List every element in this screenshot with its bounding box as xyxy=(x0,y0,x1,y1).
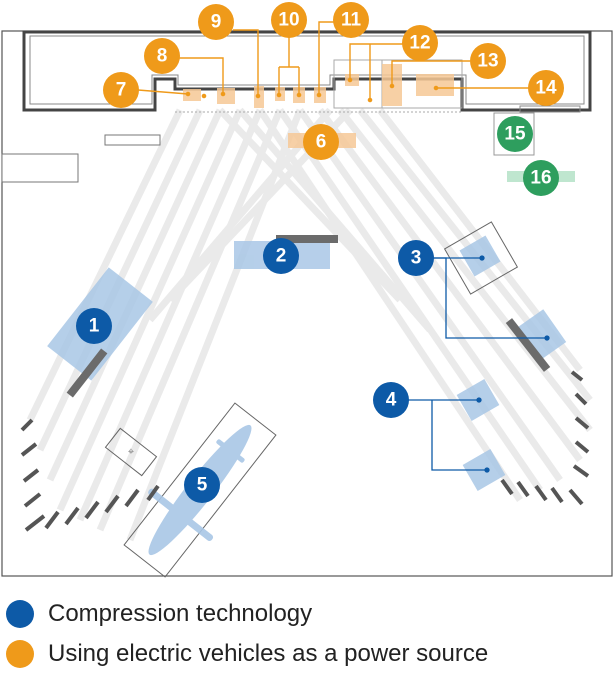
marker-13[interactable]: 13 xyxy=(470,43,506,79)
legend-dot-compression xyxy=(6,600,34,628)
marker-7[interactable]: 7 xyxy=(103,72,139,108)
light-beams xyxy=(26,107,593,542)
marker-2[interactable]: 2 xyxy=(263,238,299,274)
legend-label-compression: Compression technology xyxy=(48,600,313,627)
marker-6[interactable]: 6 xyxy=(303,124,339,160)
svg-text:2: 2 xyxy=(276,246,287,267)
marker-12[interactable]: 12 xyxy=(402,25,438,61)
marker-10[interactable]: 10 xyxy=(271,2,307,38)
svg-text:12: 12 xyxy=(409,33,430,54)
svg-text:16: 16 xyxy=(530,168,551,189)
legend-dot-electric xyxy=(6,640,34,668)
svg-text:8: 8 xyxy=(157,46,168,67)
marker-8[interactable]: 8 xyxy=(144,38,180,74)
svg-text:3: 3 xyxy=(411,248,422,269)
marker-11[interactable]: 11 xyxy=(333,2,369,38)
blue-leader-lines xyxy=(407,255,550,473)
legend-label-electric: Using electric vehicles as a power sourc… xyxy=(48,640,489,667)
svg-text:11: 11 xyxy=(341,10,362,31)
marker-14[interactable]: 14 xyxy=(528,70,564,106)
marker-16[interactable]: 16 xyxy=(523,160,559,196)
aircraft-display-outline xyxy=(123,402,277,578)
side-box xyxy=(1,153,79,183)
screens xyxy=(66,235,551,398)
svg-text:10: 10 xyxy=(278,10,299,31)
marker-9[interactable]: 9 xyxy=(198,4,234,40)
svg-text:4: 4 xyxy=(386,390,397,411)
orange-leader-lines xyxy=(137,21,530,103)
display-outline-3 xyxy=(443,221,519,295)
svg-text:9: 9 xyxy=(211,12,222,33)
marker-3[interactable]: 3 xyxy=(398,240,434,276)
legend-compression: Compression technology xyxy=(6,594,611,634)
side-strip xyxy=(104,134,161,146)
small-model-glyph: ⌖ xyxy=(128,446,134,458)
svg-text:1: 1 xyxy=(89,316,100,337)
legend-electric: Using electric vehicles as a power sourc… xyxy=(6,634,611,674)
small-model-outline xyxy=(104,427,158,477)
marker-1[interactable]: 1 xyxy=(76,308,112,344)
marker-15[interactable]: 15 xyxy=(497,116,533,152)
green-booth-outline xyxy=(493,112,535,156)
venue-floor-plan: ⌖ xyxy=(1,2,613,578)
svg-text:13: 13 xyxy=(477,51,498,72)
svg-text:7: 7 xyxy=(116,80,127,101)
svg-text:5: 5 xyxy=(197,475,208,496)
wall-segments xyxy=(20,370,590,532)
svg-text:15: 15 xyxy=(504,124,526,145)
svg-text:6: 6 xyxy=(316,132,327,153)
marker-4[interactable]: 4 xyxy=(373,382,409,418)
svg-text:14: 14 xyxy=(535,78,557,99)
marker-5[interactable]: 5 xyxy=(184,467,220,503)
